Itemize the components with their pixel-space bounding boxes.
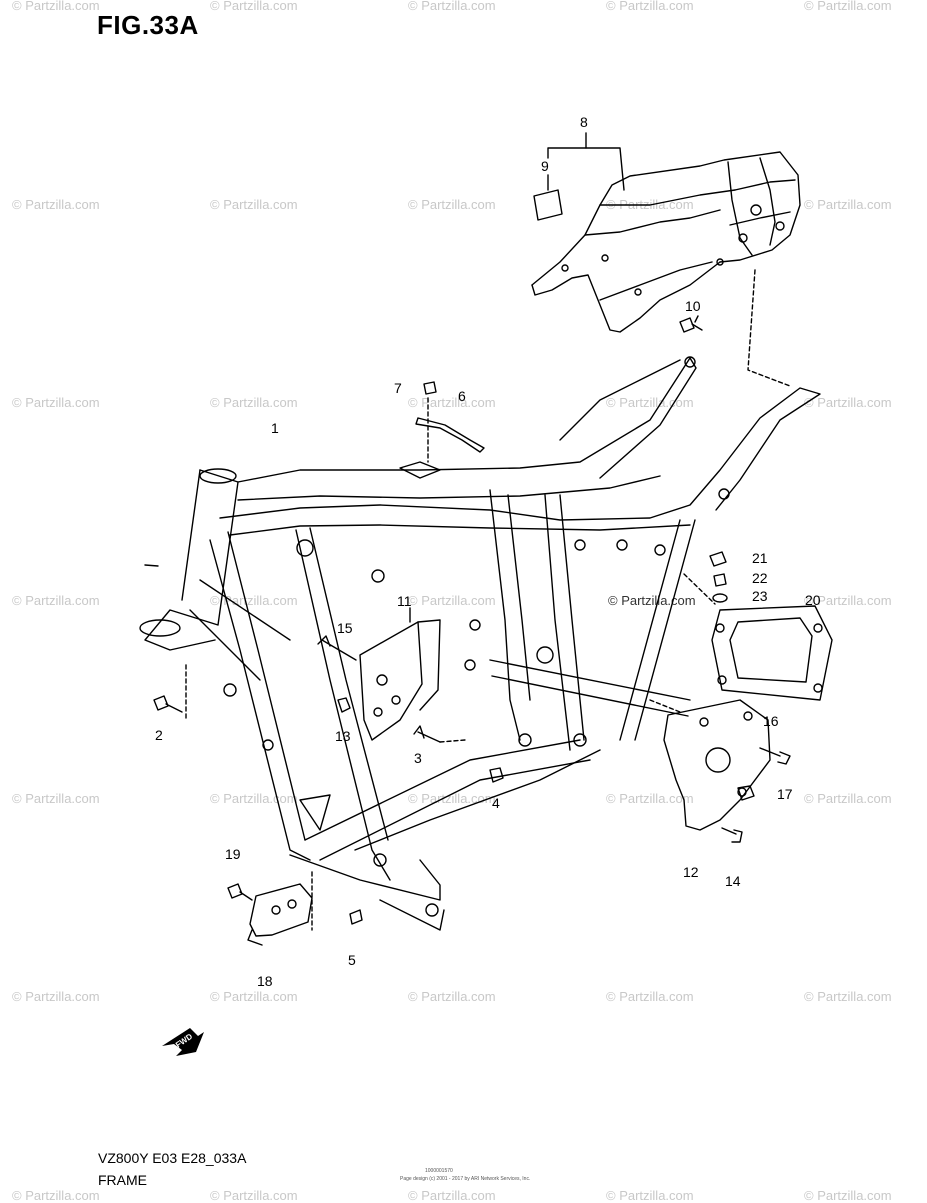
watermark: © Partzilla.com	[12, 395, 100, 410]
watermark: © Partzilla.com	[12, 593, 100, 608]
watermark: © Partzilla.com	[408, 989, 496, 1004]
part-21-bolt	[709, 551, 727, 567]
callout-1[interactable]: 1	[271, 420, 279, 436]
callout-19[interactable]: 19	[225, 846, 241, 862]
main-frame	[139, 356, 821, 931]
small-print-copyright: Page design (c) 2001 - 2017 by ARI Netwo…	[400, 1176, 531, 1182]
watermark: © Partzilla.com	[408, 395, 496, 410]
watermark: © Partzilla.com	[804, 0, 892, 13]
callout-11[interactable]: 11	[397, 593, 412, 609]
part-5-bolt	[349, 909, 363, 925]
watermark: © Partzilla.com	[606, 791, 694, 806]
watermark: © Partzilla.com	[804, 593, 892, 608]
rear-fender-assembly	[531, 151, 801, 333]
part-14-bolt	[721, 827, 743, 843]
part-16-bolt	[759, 747, 791, 765]
part-2-bolt	[153, 695, 183, 713]
part-6-strap	[415, 417, 485, 453]
callout-3[interactable]: 3	[414, 750, 422, 766]
watermark: © Partzilla.com	[606, 1188, 694, 1203]
watermark: © Partzilla.com	[408, 0, 496, 13]
callout-17[interactable]: 17	[777, 786, 793, 802]
callout-12[interactable]: 12	[683, 864, 699, 880]
part-20-plate	[711, 605, 833, 701]
callout-7[interactable]: 7	[394, 380, 402, 396]
callout-20[interactable]: 20	[805, 592, 821, 608]
watermark: © Partzilla.com	[210, 593, 298, 608]
part-15-bolt	[317, 635, 357, 661]
part-11-bracket	[359, 619, 441, 741]
callout-18[interactable]: 18	[257, 973, 273, 989]
callout-8[interactable]: 8	[580, 114, 588, 130]
callout-5[interactable]: 5	[348, 952, 356, 968]
watermark: © Partzilla.com	[408, 791, 496, 806]
watermark: © Partzilla.com	[606, 989, 694, 1004]
part-3-bolt	[413, 725, 441, 743]
watermark: © Partzilla.com	[804, 197, 892, 212]
watermark: © Partzilla.com	[12, 0, 100, 13]
callout-2[interactable]: 2	[155, 727, 163, 743]
figure-title: FIG.33A	[97, 10, 199, 40]
forward-arrow-icon	[162, 1028, 204, 1056]
part-10-bolt	[679, 315, 703, 333]
fwd-badge: FWD	[162, 1028, 204, 1056]
watermark: © Partzilla.com	[12, 989, 100, 1004]
part-12-plate	[663, 699, 771, 831]
callout-21[interactable]: 21	[752, 550, 768, 566]
part-23-grommet	[712, 593, 728, 603]
watermark: © Partzilla.com	[804, 989, 892, 1004]
watermark: © Partzilla.com	[210, 0, 298, 13]
watermark: © Partzilla.com	[408, 1188, 496, 1203]
watermark: © Partzilla.com	[408, 593, 496, 608]
callout-14[interactable]: 14	[725, 873, 741, 889]
callout-9[interactable]: 9	[541, 158, 549, 174]
callout-15[interactable]: 15	[337, 620, 353, 636]
part-4-nut	[489, 767, 504, 783]
callout-22[interactable]: 22	[752, 570, 768, 586]
part-17-cap	[737, 785, 755, 801]
part-9-plate	[533, 189, 563, 221]
figure-name: FRAME	[98, 1172, 147, 1188]
watermark: © Partzilla.com	[210, 989, 298, 1004]
watermark: © Partzilla.com	[12, 791, 100, 806]
part-19-bolt	[227, 883, 253, 901]
watermark: © Partzilla.com	[210, 1188, 298, 1203]
small-print-code: 1000001570	[425, 1168, 453, 1174]
watermark: © Partzilla.com	[210, 395, 298, 410]
part-13-nut	[337, 697, 351, 713]
callout-16[interactable]: 16	[763, 713, 779, 729]
watermark: © Partzilla.com	[12, 1188, 100, 1203]
callout-10[interactable]: 10	[685, 298, 701, 314]
callout-4[interactable]: 4	[492, 795, 500, 811]
watermark: © Partzilla.com	[804, 1188, 892, 1203]
watermark: © Partzilla.com	[804, 395, 892, 410]
model-code: VZ800Y E03 E28_033A	[98, 1150, 247, 1166]
watermark: © Partzilla.com	[210, 197, 298, 212]
callout-13[interactable]: 13	[335, 728, 351, 744]
watermark: © Partzilla.com	[804, 791, 892, 806]
callout-23[interactable]: 23	[752, 588, 768, 604]
part-22-collar	[713, 573, 727, 587]
part-18-bracket	[247, 883, 313, 946]
watermark: © Partzilla.com	[606, 0, 694, 13]
watermark: © Partzilla.com	[408, 197, 496, 212]
callout-6[interactable]: 6	[458, 388, 466, 404]
watermark: © Partzilla.com	[12, 197, 100, 212]
part-7-bolt	[423, 381, 437, 395]
